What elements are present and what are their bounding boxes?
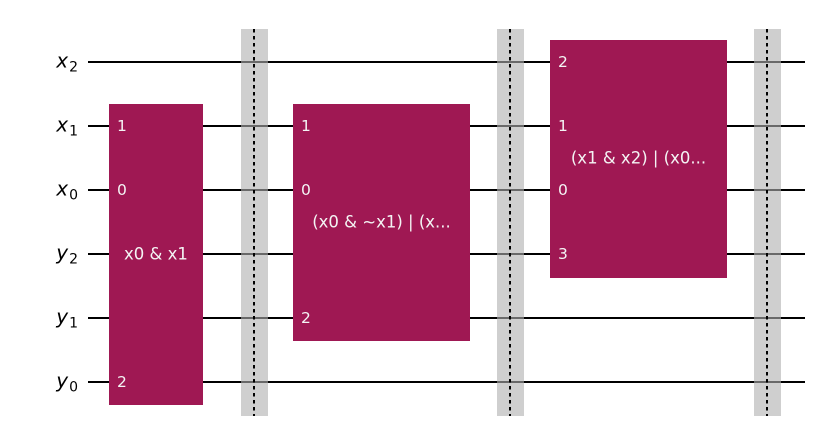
- wire-label-base: y: [56, 304, 69, 329]
- gate-box-1: 1 0 2 x0 & x1: [109, 104, 203, 405]
- gate-expression-label: (x0 & ~x1) | (x...: [312, 212, 451, 232]
- barrier-2: [496, 29, 524, 416]
- gate-box-2: 1 0 2 (x0 & ~x1) | (x...: [293, 104, 470, 341]
- gate-qubit-index-label: 3: [558, 245, 568, 263]
- gate-expression-label: x0 & x1: [124, 244, 188, 264]
- wire-label-subscript: 0: [69, 187, 78, 204]
- wire-label-y1: y1: [0, 305, 78, 332]
- wire-label-x2: x2: [0, 49, 78, 76]
- wire-label-subscript: 1: [69, 315, 78, 332]
- wire-label-subscript: 2: [69, 251, 78, 268]
- wire-label-base: x: [56, 112, 69, 137]
- wire-label-base: y: [56, 240, 69, 265]
- gate-expression-label: (x1 & x2) | (x0...: [570, 148, 707, 168]
- barrier-1: [240, 29, 268, 416]
- barrier-dashed-line: [766, 29, 768, 416]
- wire-label-y2: y2: [0, 241, 78, 268]
- wire-line-y0: [88, 381, 805, 383]
- wire-label-base: y: [56, 368, 69, 393]
- barrier-dashed-line: [253, 29, 255, 416]
- wire-label-subscript: 2: [69, 59, 78, 76]
- gate-qubit-index-label: 1: [117, 117, 127, 135]
- wire-line-x2: [88, 61, 805, 63]
- gate-qubit-index-label: 2: [301, 309, 311, 327]
- wire-label-base: x: [56, 176, 69, 201]
- gate-qubit-index-label: 2: [558, 53, 568, 71]
- wire-label-base: x: [56, 48, 69, 73]
- wire-label-x0: x0: [0, 177, 78, 204]
- gate-qubit-index-label: 2: [117, 373, 127, 391]
- gate-qubit-index-label: 0: [117, 181, 127, 199]
- barrier-dashed-line: [509, 29, 511, 416]
- gate-box-3: 2 1 0 3 (x1 & x2) | (x0...: [550, 40, 727, 278]
- barrier-3: [753, 29, 781, 416]
- gate-qubit-index-label: 0: [558, 181, 568, 199]
- wire-label-subscript: 0: [69, 379, 78, 396]
- gate-qubit-index-label: 1: [301, 117, 311, 135]
- wire-label-x1: x1: [0, 113, 78, 140]
- gate-qubit-index-label: 1: [558, 117, 568, 135]
- gate-qubit-index-label: 0: [301, 181, 311, 199]
- wire-label-subscript: 1: [69, 123, 78, 140]
- wire-label-y0: y0: [0, 369, 78, 396]
